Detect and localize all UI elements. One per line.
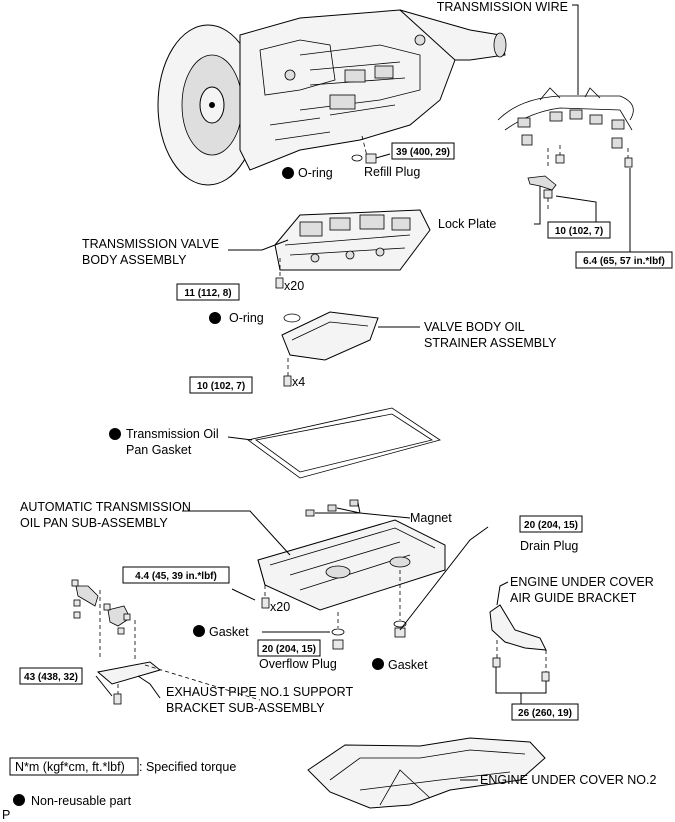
svg-text:43 (438, 32): 43 (438, 32) [24, 672, 78, 683]
label-refill-plug: Refill Plug [364, 165, 420, 179]
torque-spec-lock-plate: 10 (102, 7) [547, 221, 611, 239]
label-lock-plate: Lock Plate [438, 217, 496, 231]
oil-pan-gasket [247, 407, 441, 479]
svg-text:11 (112, 8): 11 (112, 8) [184, 288, 231, 299]
torque-spec-air-guide: 26 (260, 19) [511, 703, 579, 721]
svg-text:10 (102, 7): 10 (102, 7) [197, 381, 245, 392]
label-qty-x20-pan: x20 [270, 600, 290, 614]
magnet-1 [305, 509, 315, 517]
label-gasket-right: Gasket [388, 658, 428, 672]
torque-spec-overflow: 20 (204, 15) [257, 639, 321, 657]
engine-under-cover-no2 [307, 737, 546, 809]
non-reusable-dot-oring-mid [209, 312, 221, 324]
label-air-guide-1: ENGINE UNDER COVER [510, 575, 654, 589]
legend-non-reusable: Non-reusable part [31, 794, 132, 808]
legend-torque-desc: : Specified torque [139, 760, 236, 774]
label-valve-body-1: TRANSMISSION VALVE [82, 237, 219, 251]
svg-text:10 (102, 7): 10 (102, 7) [555, 226, 603, 237]
svg-text:39 (400, 29): 39 (400, 29) [396, 147, 450, 158]
label-air-guide-2: AIR GUIDE BRACKET [510, 591, 637, 605]
non-reusable-dot-legend [13, 794, 25, 806]
torque-spec-refill: 39 (400, 29) [391, 142, 455, 160]
label-exhaust-1: EXHAUST PIPE NO.1 SUPPORT [166, 685, 353, 699]
label-exhaust-2: BRACKET SUB-ASSEMBLY [166, 701, 325, 715]
torque-spec-wire: 6.4 (65, 57 in.*lbf) [575, 251, 673, 269]
label-valve-body-2: BODY ASSEMBLY [82, 253, 187, 267]
legend-torque-key: N*m (kgf*cm, ft.*lbf) [15, 760, 125, 774]
label-under-cover: ENGINE UNDER COVER NO.2 [480, 773, 656, 787]
air-guide-bracket [489, 604, 550, 704]
non-reusable-dot-pan-gasket [109, 428, 121, 440]
label-magnet: Magnet [410, 511, 452, 525]
non-reusable-dot-gasket-right [372, 658, 384, 670]
magnet-3 [349, 499, 359, 507]
torque-spec-drain: 20 (204, 15) [519, 515, 583, 533]
svg-text:26 (260, 19): 26 (260, 19) [518, 708, 572, 719]
label-o-ring-top: O-ring [298, 166, 333, 180]
svg-text:20 (204, 15): 20 (204, 15) [524, 520, 578, 531]
non-reusable-dot-gasket-left [193, 625, 205, 637]
label-qty-x4: x4 [292, 375, 305, 389]
refill-plug-group [351, 135, 391, 164]
valve-body-assembly [274, 209, 431, 289]
page-marker: P [2, 808, 10, 822]
lock-plate [527, 175, 557, 191]
torque-spec-oil-pan: 4.4 (45, 39 in.*lbf) [122, 566, 230, 584]
torque-spec-exhaust: 43 (438, 32) [19, 667, 83, 685]
magnet-2 [327, 504, 337, 512]
exhaust-bracket [71, 579, 261, 705]
oil-pan [257, 499, 446, 650]
label-strainer-2: STRAINER ASSEMBLY [424, 336, 557, 350]
torque-spec-strainer: 10 (102, 7) [189, 376, 253, 394]
label-strainer-1: VALVE BODY OIL [424, 320, 525, 334]
o-ring-strainer [283, 313, 301, 323]
oil-strainer [281, 311, 379, 387]
transmission-wire-harness [497, 4, 634, 210]
label-o-ring-mid: O-ring [229, 311, 264, 325]
torque-spec-valve-body: 11 (112, 8) [176, 283, 240, 301]
svg-text:6.4 (65, 57 in.*lbf): 6.4 (65, 57 in.*lbf) [583, 256, 665, 267]
label-oil-pan-1: AUTOMATIC TRANSMISSION [20, 500, 191, 514]
svg-text:4.4 (45, 39 in.*lbf): 4.4 (45, 39 in.*lbf) [135, 571, 217, 582]
label-overflow-plug: Overflow Plug [259, 657, 337, 671]
label-drain-plug: Drain Plug [520, 539, 578, 553]
label-qty-x20-top: x20 [284, 279, 304, 293]
o-ring-refill [351, 154, 363, 162]
transmission-assembly [157, 9, 507, 186]
label-transmission-wire: TRANSMISSION WIRE [437, 0, 568, 14]
non-reusable-dot-oring-top [282, 167, 294, 179]
label-oil-pan-2: OIL PAN SUB-ASSEMBLY [20, 516, 168, 530]
label-pan-gasket-2: Pan Gasket [126, 443, 192, 457]
legend-torque-box [9, 757, 139, 776]
label-pan-gasket-1: Transmission Oil [126, 427, 219, 441]
svg-text:20 (204, 15): 20 (204, 15) [262, 644, 316, 655]
label-gasket-left: Gasket [209, 625, 249, 639]
legend: N*m (kgf*cm, ft.*lbf) : Specified torque… [9, 757, 236, 808]
